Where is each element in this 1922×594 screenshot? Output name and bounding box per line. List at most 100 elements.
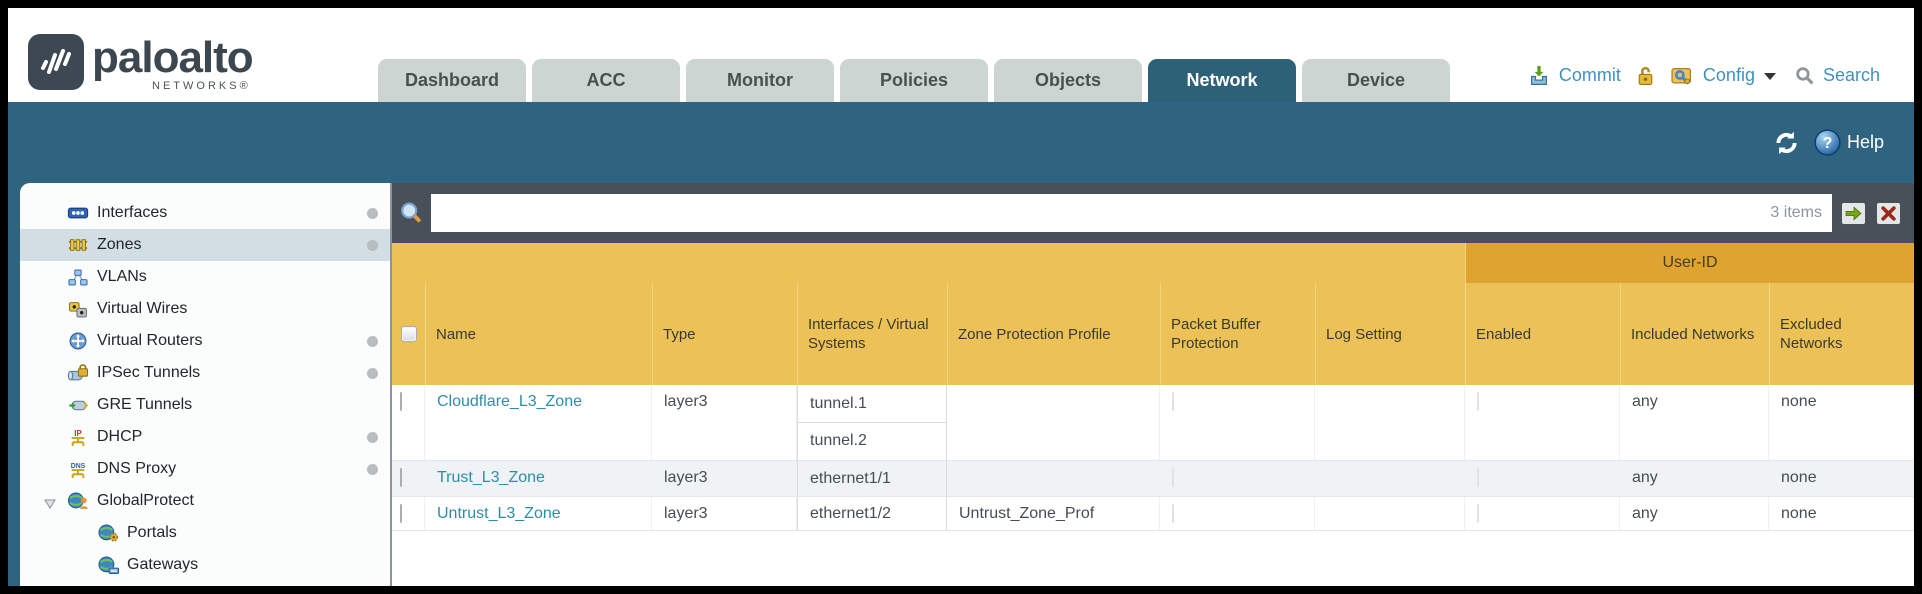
config-caret-icon[interactable] (1763, 73, 1776, 80)
table-group-header-row: User-ID (392, 243, 1914, 283)
zone-interfaces-cell: ethernet1/1 (797, 461, 947, 496)
row-select-cell (392, 461, 425, 496)
tab-monitor[interactable]: Monitor (686, 59, 834, 102)
virtual-routers-icon (66, 332, 90, 351)
panos-app-window: paloalto NETWORKS® Dashboard ACC Monitor… (8, 8, 1914, 586)
main-area: Interfaces Zones VLANs Virtual Wires Vir… (8, 183, 1914, 586)
gateways-icon (96, 556, 120, 575)
interfaces-icon (66, 204, 90, 223)
zone-name-link[interactable]: Trust_L3_Zone (425, 461, 652, 496)
vlans-icon (66, 268, 90, 287)
packet-buffer-cell (1160, 385, 1315, 460)
apply-filter-button[interactable] (1840, 200, 1867, 226)
row-checkbox[interactable] (400, 392, 402, 411)
sidebar-item-virtual-routers[interactable]: Virtual Routers (20, 325, 390, 357)
sidebar-item-interfaces[interactable]: Interfaces (20, 197, 390, 229)
zone-name-link[interactable]: Cloudflare_L3_Zone (425, 385, 652, 460)
brand-subname: NETWORKS® (152, 80, 251, 92)
top-header: paloalto NETWORKS® Dashboard ACC Monitor… (8, 8, 1914, 102)
userid-enabled-cell (1465, 461, 1620, 496)
zone-protection-cell: Untrust_Zone_Prof (947, 497, 1160, 530)
filter-input[interactable] (441, 204, 1771, 222)
commit-button[interactable]: Commit (1558, 65, 1621, 85)
search-util-button[interactable]: Search (1822, 65, 1880, 85)
tab-network[interactable]: Network (1148, 59, 1296, 102)
gre-tunnels-icon (66, 396, 90, 415)
packet-buffer-cell (1160, 461, 1315, 496)
packet-buffer-checkbox[interactable] (1172, 392, 1174, 411)
zone-name-link[interactable]: Untrust_L3_Zone (425, 497, 652, 530)
col-header-name[interactable]: Name (425, 283, 652, 385)
search-input-wrap: 3 items (431, 194, 1832, 232)
help-icon[interactable]: ? (1814, 129, 1841, 156)
main-nav-tabs: Dashboard ACC Monitor Policies Objects N… (378, 59, 1450, 102)
tab-acc[interactable]: ACC (532, 59, 680, 102)
sidebar-label: VLANs (97, 268, 147, 285)
header-utilities: Commit Config Search (1528, 65, 1880, 102)
sidebar-item-portals[interactable]: Portals (20, 517, 390, 549)
zone-interfaces-cell: ethernet1/2 (797, 497, 947, 530)
col-header-included-networks[interactable]: Included Networks (1620, 283, 1769, 385)
col-header-zone-protection[interactable]: Zone Protection Profile (947, 283, 1160, 385)
col-header-type[interactable]: Type (652, 283, 797, 385)
userid-enabled-checkbox[interactable] (1477, 468, 1479, 487)
interface-entry: ethernet1/1 (810, 469, 891, 487)
sidebar-item-virtual-wires[interactable]: Virtual Wires (20, 293, 390, 325)
select-all-checkbox[interactable] (400, 326, 417, 342)
packet-buffer-checkbox[interactable] (1172, 504, 1174, 523)
userid-enabled-checkbox[interactable] (1477, 504, 1479, 523)
row-checkbox[interactable] (400, 504, 402, 523)
refresh-icon[interactable] (1773, 130, 1800, 156)
col-header-packet-buffer[interactable]: Packet Buffer Protection (1160, 283, 1315, 385)
svg-text:DNS: DNS (71, 462, 86, 469)
sidebar-label: GRE Tunnels (97, 396, 193, 413)
sidebar-label: IPSec Tunnels (97, 364, 201, 381)
search-util-icon (1795, 66, 1814, 85)
log-setting-cell (1315, 461, 1465, 496)
paloalto-logo-icon (28, 34, 84, 90)
content-filler (392, 531, 1914, 586)
tab-device[interactable]: Device (1302, 59, 1450, 102)
excluded-networks-cell: none (1769, 385, 1914, 460)
status-dot (367, 464, 378, 475)
col-header-enabled[interactable]: Enabled (1465, 283, 1620, 385)
sidebar-item-dns-proxy[interactable]: DNS DNS Proxy (20, 453, 390, 485)
col-header-log-setting[interactable]: Log Setting (1315, 283, 1465, 385)
userid-enabled-cell (1465, 385, 1620, 460)
sidebar-label: Zones (97, 236, 142, 253)
col-header-excluded-networks[interactable]: Excluded Networks (1769, 283, 1914, 385)
clear-filter-button[interactable] (1875, 200, 1902, 226)
config-menu-button[interactable]: Config (1702, 65, 1755, 85)
globalprotect-icon (66, 492, 90, 511)
sidebar-item-zones[interactable]: Zones (20, 229, 390, 261)
zone-type-cell: layer3 (652, 497, 797, 530)
sidebar-item-globalprotect[interactable]: GlobalProtect (20, 485, 390, 517)
sidebar-label: Portals (127, 524, 177, 541)
col-header-interfaces[interactable]: Interfaces / Virtual Systems (797, 283, 947, 385)
brand-name: paloalto (92, 33, 254, 82)
log-setting-cell (1315, 497, 1465, 530)
tab-dashboard[interactable]: Dashboard (378, 59, 526, 102)
sidebar-item-dhcp[interactable]: IP DHCP (20, 421, 390, 453)
userid-enabled-checkbox[interactable] (1477, 392, 1479, 411)
expander-triangle-icon[interactable] (44, 496, 56, 514)
row-checkbox[interactable] (400, 468, 402, 487)
packet-buffer-checkbox[interactable] (1172, 468, 1174, 487)
sidebar-item-ipsec-tunnels[interactable]: IPSec Tunnels (20, 357, 390, 389)
tab-policies[interactable]: Policies (840, 59, 988, 102)
zones-table-header: User-ID Name Type Interfaces / Virtual S… (392, 243, 1914, 385)
sidebar-item-vlans[interactable]: VLANs (20, 261, 390, 293)
zone-protection-cell (947, 461, 1160, 496)
sidebar-item-gre-tunnels[interactable]: GRE Tunnels (20, 389, 390, 421)
row-select-cell (392, 385, 425, 460)
tab-objects[interactable]: Objects (994, 59, 1142, 102)
virtual-wires-icon (66, 300, 90, 319)
table-search-icon[interactable] (399, 201, 423, 225)
table-row: Cloudflare_L3_Zone layer3 tunnel.1 tunne… (392, 385, 1914, 461)
ipsec-tunnels-icon (66, 364, 90, 383)
help-label[interactable]: Help (1846, 132, 1884, 152)
sidebar-item-gateways[interactable]: Gateways (20, 549, 390, 581)
sidebar-label: DHCP (97, 428, 143, 445)
lock-icon[interactable] (1636, 65, 1655, 86)
